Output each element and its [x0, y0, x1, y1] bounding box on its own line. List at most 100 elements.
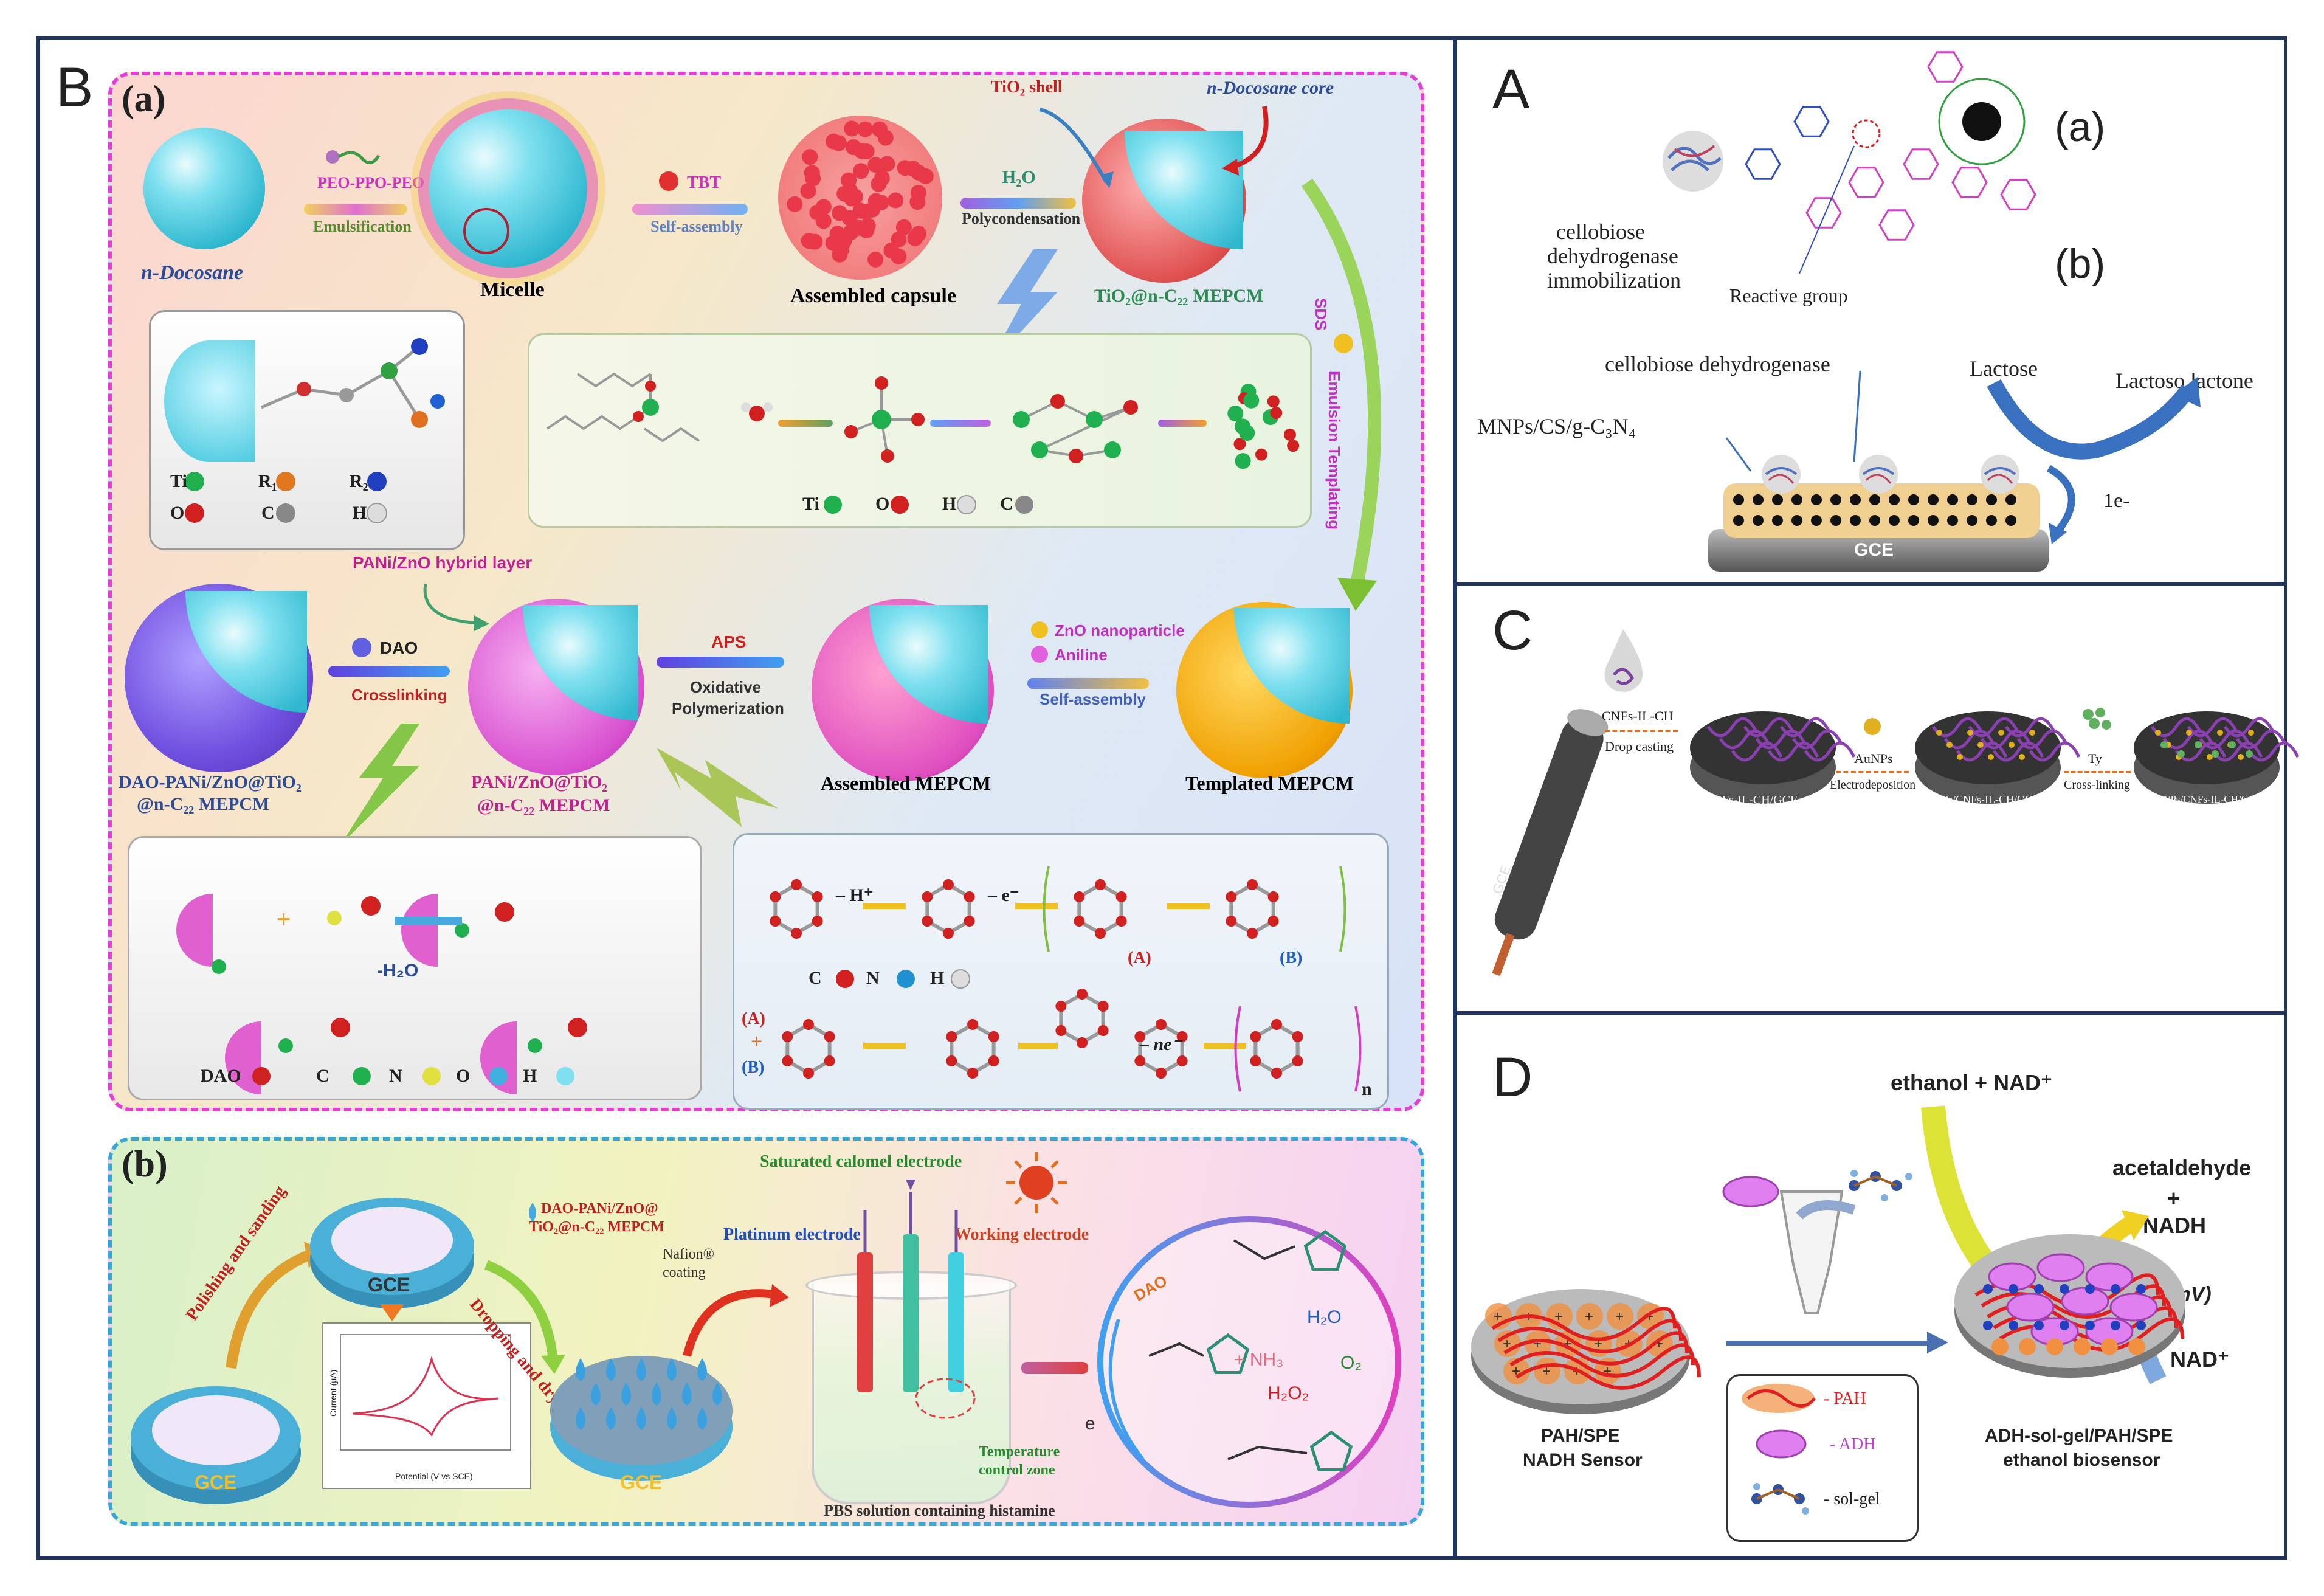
- oxidative-label: Oxidative: [690, 678, 761, 697]
- platinum-label: Platinum electrode: [723, 1225, 861, 1245]
- cnfs-label: CNFs-IL-CH: [1602, 708, 1673, 724]
- aniline-label: Aniline: [1055, 646, 1108, 665]
- zno-aniline-icons: [1027, 620, 1052, 669]
- aps-label: APS: [711, 632, 747, 652]
- biosensor-contents: [1964, 1240, 2176, 1362]
- legend1-c: C: [261, 503, 275, 523]
- shell-pointer-arrow: [1033, 103, 1131, 201]
- docosane-core-label: n-Docosane core: [1207, 78, 1334, 98]
- minus-hplus-label: – H⁺: [836, 885, 874, 906]
- tbt-molecule: [541, 350, 736, 471]
- micelle-highlight-circle: [462, 207, 511, 255]
- legend1-swatches: [164, 468, 456, 529]
- dao-icon: [350, 635, 374, 660]
- surfactant-molecule: [255, 328, 450, 468]
- svg-text:+: +: [1533, 1336, 1542, 1352]
- mark-b2-label: (B): [742, 1058, 764, 1077]
- legend3-swatches: [201, 1064, 626, 1088]
- gce-left-label: GCE: [195, 1471, 236, 1494]
- temp-zone-label2: control zone: [979, 1462, 1055, 1479]
- inset2-arrow-3: [1158, 420, 1207, 427]
- reactive-group-label: Reactive group: [1729, 285, 1848, 307]
- surfactant-inset-hemisphere: [164, 340, 255, 462]
- legend-adh-icon: [1751, 1426, 1812, 1462]
- emulsification-label: Emulsification: [313, 218, 412, 236]
- process-arrowhead: [1927, 1332, 1951, 1356]
- panel-A-a-label: (a): [2055, 103, 2105, 151]
- legend2-ti: Ti: [802, 494, 819, 514]
- panel-A-b-label: (b): [2055, 240, 2105, 288]
- self-assembly2-arrow: [1027, 678, 1149, 689]
- peo-label: PEO-PPO-PEO: [317, 174, 424, 192]
- disk2-label: AuNPs/CNFs-IL-CH/GCE: [1921, 793, 2039, 806]
- disk1-label: CNFs-IL-CH/GCE: [1705, 793, 1798, 807]
- lightning-icon-3: [657, 736, 790, 839]
- crosslinking-C-label: Cross-linking: [2064, 778, 2130, 792]
- disk3-fibers: [2146, 714, 2267, 775]
- pani-zno-label2: @n-C₂₂ MEPCM: [477, 795, 610, 816]
- pah-spe-label1: PAH/SPE: [1541, 1426, 1619, 1446]
- legend-pah-icon: [1736, 1380, 1821, 1417]
- legend3-h: H: [523, 1066, 537, 1086]
- mark-b-label: (B): [1280, 948, 1302, 968]
- surfactant-icon: [325, 145, 380, 169]
- drop-casting-label: Drop casting: [1605, 739, 1674, 755]
- assembled-mepcm-label: Assembled MEPCM: [821, 772, 991, 795]
- legend2-c: C: [1000, 494, 1013, 514]
- ethanol-label: ethanol + NAD⁺: [1891, 1070, 2052, 1096]
- mark-a-label: (A): [1128, 948, 1151, 968]
- crosslinking-label: Crosslinking: [351, 686, 447, 705]
- acetaldehyde-label1: acetaldehyde: [2112, 1155, 2251, 1181]
- electron-A-label: 1e-: [2103, 489, 2129, 513]
- tio2-shell-label: TiO₂ shell: [991, 78, 1063, 97]
- gce-A-label: GCE: [1854, 540, 1894, 561]
- minus-h2o-label: -H₂O: [377, 961, 418, 981]
- acetaldehyde-label3: NADH: [2143, 1213, 2206, 1238]
- electrodeposition-arrow: [1836, 771, 1909, 773]
- svg-text:+: +: [1585, 1308, 1593, 1325]
- legend4-swatches: [802, 967, 997, 991]
- svg-text:+: +: [277, 906, 291, 933]
- tio-network-molecule: [997, 359, 1155, 480]
- electron-arrow: [2043, 462, 2097, 547]
- panel-D-letter: D: [1492, 1046, 1533, 1110]
- disk2-fibers: [1927, 714, 2049, 775]
- pbs-label: PBS solution containing histamine: [824, 1502, 1055, 1520]
- sun-icon: [1003, 1149, 1070, 1216]
- layer-pointer-arrow: [413, 578, 498, 632]
- drop-casting-arrow: [1605, 730, 1678, 732]
- sce-label: Saturated calomel electrode: [760, 1152, 962, 1172]
- capsule-dots: [778, 116, 942, 280]
- n-docosane-label: n-Docosane: [141, 261, 243, 285]
- electron-label: e: [1085, 1414, 1095, 1434]
- legend2-h: H: [942, 494, 956, 514]
- melamine-network: [1714, 43, 2055, 243]
- minus-ne-label: – ne⁻: [1140, 1034, 1181, 1055]
- legend3-n: N: [389, 1066, 402, 1086]
- legend4-c: C: [809, 968, 822, 989]
- gce-left-surface: [152, 1395, 280, 1465]
- temp-zone-circle: [912, 1374, 985, 1423]
- assembled-capsule-label: Assembled capsule: [790, 285, 956, 308]
- templated-mepcm-label: Templated MEPCM: [1185, 772, 1354, 795]
- disk1-fibers: [1702, 714, 1824, 775]
- gce-top-surface: [331, 1207, 453, 1274]
- templating-arrow: [1295, 176, 1416, 614]
- legend1-r2: R₂: [350, 471, 368, 492]
- pani-zno-label1: PANi/ZnO@TiO₂: [471, 772, 607, 793]
- dao-label: DAO: [380, 638, 418, 658]
- pah-spe-contents: ++++++++++++++++: [1480, 1292, 1681, 1395]
- core-pointer-arrow: [1216, 100, 1289, 192]
- biosensor-label2: ethanol biosensor: [2003, 1450, 2160, 1471]
- dao-pani-label2: @n-C₂₂ MEPCM: [137, 794, 269, 815]
- plus-label: +: [751, 1031, 762, 1054]
- self-assembly-label: Self-assembly: [650, 218, 743, 236]
- legend1-o: O: [170, 503, 184, 523]
- self-assembly2-label: Self-assembly: [1040, 690, 1146, 709]
- legend4-n: N: [866, 968, 880, 989]
- nad-label: NAD⁺: [2170, 1347, 2229, 1372]
- temp-zone-label1: Temperature: [979, 1444, 1060, 1460]
- cdh-pointer-lines: [1714, 365, 1909, 474]
- emulsification-arrow: [304, 204, 407, 215]
- self-assembly-arrow: [632, 204, 748, 215]
